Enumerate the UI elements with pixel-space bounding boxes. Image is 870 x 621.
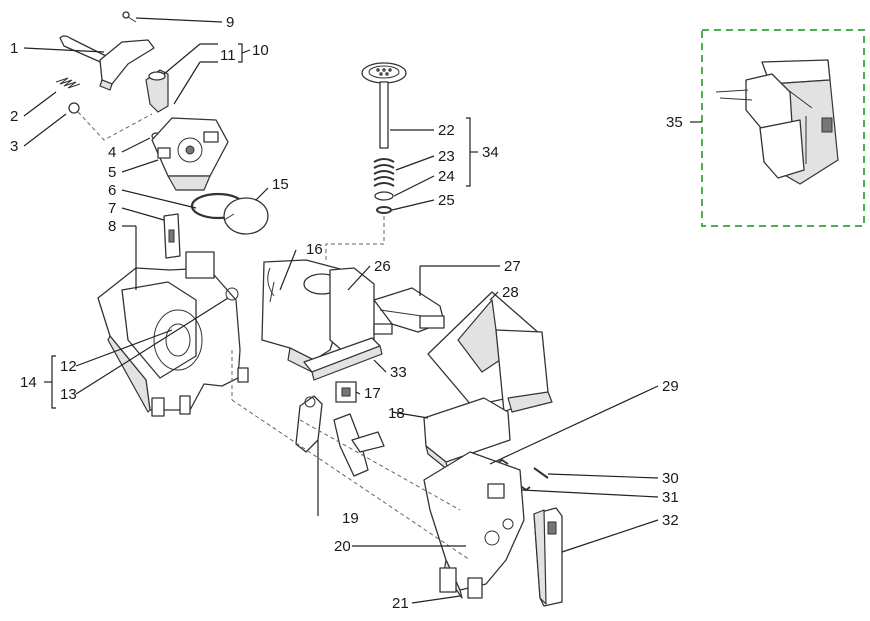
- callout-29: 29: [662, 378, 679, 395]
- callout-13: 13: [60, 386, 77, 403]
- callout-5: 5: [108, 164, 116, 181]
- part-27-slider: [373, 287, 445, 335]
- callout-19: 19: [342, 510, 359, 527]
- callout-10: 10: [252, 42, 269, 59]
- callout-33: 33: [390, 364, 407, 381]
- part-20-housing: [423, 451, 525, 599]
- inset-assembly: [701, 29, 865, 227]
- callout-22: 22: [438, 122, 455, 139]
- part-2-spring: [55, 77, 81, 89]
- inset-part-illustration: [715, 59, 839, 185]
- callout-3: 3: [10, 138, 18, 155]
- callout-16: 16: [306, 241, 323, 258]
- leader-lines: [23, 17, 702, 604]
- callout-21: 21: [392, 595, 409, 612]
- callout-20: 20: [334, 538, 351, 555]
- part-19-lever: [295, 395, 385, 477]
- callout-2: 2: [10, 108, 18, 125]
- callout-23: 23: [438, 148, 455, 165]
- part-3-ball: [68, 102, 80, 114]
- callout-30: 30: [662, 470, 679, 487]
- callout-24: 24: [438, 168, 455, 185]
- callout-31: 31: [662, 489, 679, 506]
- callout-15: 15: [272, 176, 289, 193]
- part-5-valve-body: [151, 117, 229, 191]
- callout-9: 9: [226, 14, 234, 31]
- callout-34: 34: [482, 144, 499, 161]
- part-10-stem: [145, 69, 169, 113]
- callout-7: 7: [108, 200, 116, 217]
- callout-27: 27: [504, 258, 521, 275]
- callout-25: 25: [438, 192, 455, 209]
- callout-labels: 1 2 3 4 5 6 7 8 9 10 11 12 13 14 15 16 1…: [10, 14, 683, 612]
- part-33-rail: [303, 337, 383, 381]
- part-23-spring: [373, 158, 395, 187]
- part-28-funnel: [427, 291, 553, 413]
- assembly-guides: [77, 111, 471, 561]
- part-30-screw: [533, 467, 549, 479]
- callout-18: 18: [388, 405, 405, 422]
- callout-17: 17: [364, 385, 381, 402]
- part-26-hopper: [261, 259, 375, 373]
- callout-14: 14: [20, 374, 37, 391]
- part-22-shaft: [361, 62, 407, 149]
- callout-28: 28: [502, 284, 519, 301]
- callout-4: 4: [108, 144, 116, 161]
- part-17-nut: [335, 381, 357, 403]
- part-24-washer: [374, 191, 394, 201]
- callout-11: 11: [220, 47, 236, 64]
- part-25-oring: [376, 206, 392, 214]
- part-1-lever: [59, 35, 155, 91]
- part-illustrations: [55, 11, 563, 607]
- callout-35: 35: [666, 114, 683, 131]
- part-15-diaphragm: [223, 197, 269, 235]
- part-8-frame: [97, 251, 249, 417]
- callout-26: 26: [374, 258, 391, 275]
- inset-border: [701, 29, 865, 227]
- callout-1: 1: [10, 40, 18, 57]
- callout-32: 32: [662, 512, 679, 529]
- part-7-bracket: [163, 213, 181, 259]
- callout-8: 8: [108, 218, 116, 235]
- part-32-handle: [533, 507, 563, 607]
- callout-6: 6: [108, 182, 116, 199]
- callout-12: 12: [60, 358, 77, 375]
- part-9-pin: [122, 11, 137, 23]
